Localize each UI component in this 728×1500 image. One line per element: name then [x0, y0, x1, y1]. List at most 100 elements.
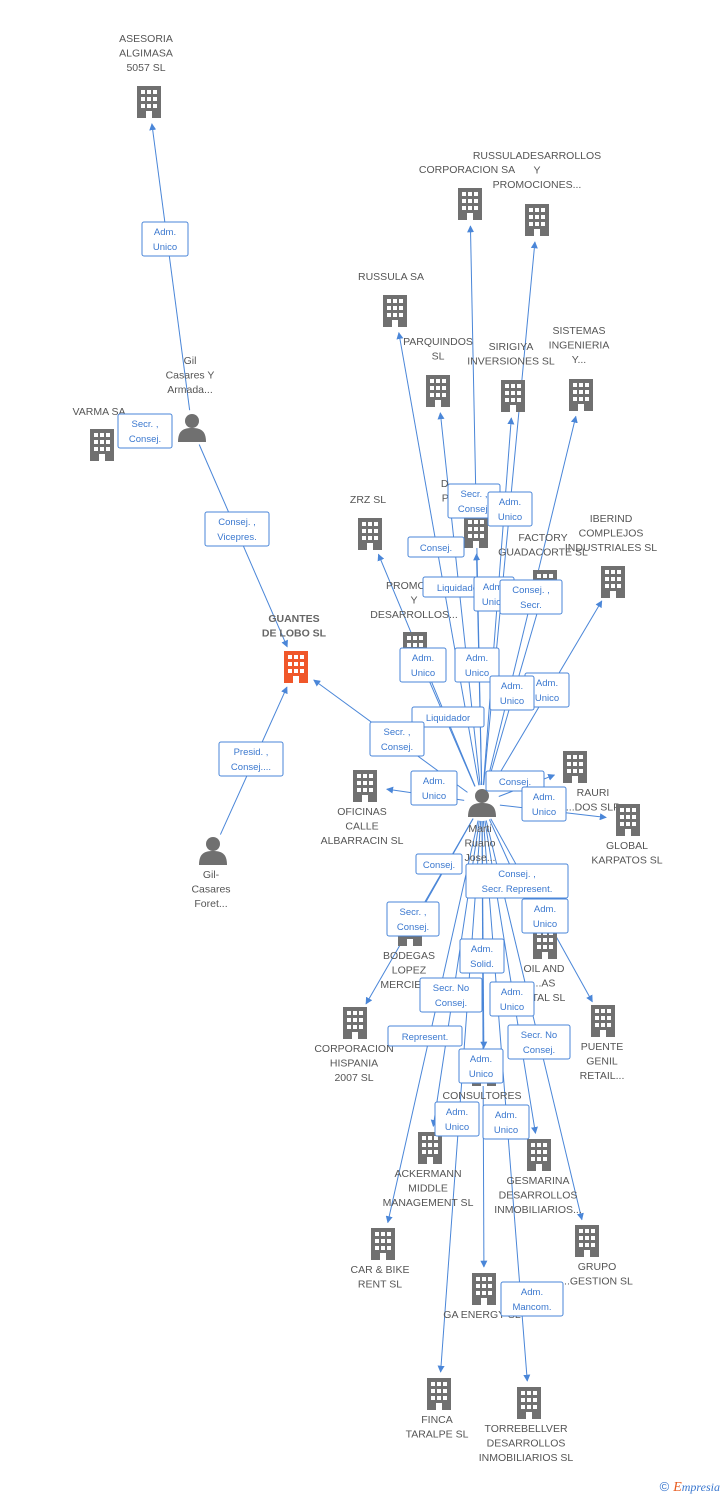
node-label: ASESORIA — [119, 33, 173, 45]
node-label: Y... — [572, 354, 586, 366]
node-label: ZRZ SL — [350, 494, 386, 506]
company-node-russula[interactable]: RUSSULA SA — [358, 271, 424, 327]
company-node-grupo[interactable]: GRUPO...GESTION SL — [561, 1225, 633, 1288]
edge-marti-finca — [437, 820, 482, 1373]
edge-role-label-e22[interactable]: Secr. ,Consej. — [386, 901, 440, 937]
edge-role-label-e26[interactable]: Adm.Unico — [489, 981, 535, 1017]
node-label: FACTORY — [518, 532, 567, 544]
edge-marti-carbike — [385, 820, 479, 1224]
company-node-gesmarina[interactable]: GESMARINADESARROLLOSINMOBILIARIOS... — [494, 1139, 582, 1216]
edge-role-label-e7[interactable]: Consej. — [407, 536, 465, 558]
edge-role-label-e5[interactable]: Secr. ,Consej. — [447, 483, 501, 519]
edge-label-text: Consej. — [129, 434, 161, 445]
node-label: RETAIL... — [580, 1070, 625, 1082]
company-node-varma[interactable]: VARMA SA — [73, 406, 126, 461]
node-label: GENIL — [586, 1056, 618, 1068]
edge-label-box — [411, 706, 485, 728]
building-icon — [426, 375, 450, 407]
company-node-consultores[interactable]: CONSULTORES — [443, 1054, 522, 1102]
edge-role-label-e10[interactable]: Consej. ,Secr. — [499, 579, 563, 615]
edge-role-label-e28[interactable]: Represent. — [387, 1025, 463, 1047]
edge-label-box — [399, 647, 447, 683]
edge-role-label-e20[interactable]: Consej. — [415, 853, 463, 875]
edge-role-label-e21[interactable]: Consej. ,Secr. Represent. — [465, 863, 569, 899]
edge-label-text: Liquidador — [426, 713, 470, 724]
edge-label-text: Unico — [532, 807, 556, 818]
edge-label-box — [141, 221, 189, 257]
edge-role-label-e30[interactable]: Adm.Unico — [434, 1101, 480, 1137]
node-label: ACKERMANN — [394, 1168, 461, 1180]
edge-gilcasares-asesoria — [149, 123, 191, 411]
edge-role-label-e15[interactable]: Liquidador — [411, 706, 485, 728]
edge-role-label-e14[interactable]: Adm.Unico — [489, 675, 535, 711]
company-node-russuladesarrollos[interactable]: RUSSULADESARROLLOSYPROMOCIONES... — [473, 150, 601, 236]
edge-label-box — [521, 898, 569, 934]
edge-role-label-e6[interactable]: Adm.Unico — [487, 491, 533, 527]
company-node-sirigiya[interactable]: SIRIGIYA INVERSIONES SL — [467, 341, 555, 412]
node-label: Y — [410, 595, 417, 607]
building-icon — [343, 1007, 367, 1039]
company-node-sistemas[interactable]: SISTEMASINGENIERIAY... — [549, 325, 610, 411]
edge-label-text: Consej.... — [231, 762, 271, 773]
node-label: INVERSIONES SL — [467, 356, 555, 368]
edge-label-text: Adm. — [501, 987, 523, 998]
person-icon — [199, 837, 227, 865]
node-label: Casares — [191, 884, 230, 896]
edge-label-box — [387, 1025, 463, 1047]
edge-role-label-e17[interactable]: Adm.Unico — [410, 770, 458, 806]
company-node-zrz[interactable]: ZRZ SL — [350, 494, 386, 550]
company-node-puente[interactable]: PUENTEGENILRETAIL... — [580, 1005, 625, 1082]
edge-role-label-e19[interactable]: Adm.Unico — [521, 786, 567, 822]
edge-label-text: Adm. — [471, 944, 493, 955]
edge-role-label-e23[interactable]: Adm.Unico — [521, 898, 569, 934]
edge-role-label-e18[interactable]: Consej. — [485, 770, 545, 792]
node-label: HISPANIA — [330, 1058, 378, 1070]
person-node-gilforet[interactable]: Gil-CasaresForet... — [191, 837, 231, 910]
edge-label-text: Adm. — [495, 1110, 517, 1121]
edge-role-label-e1[interactable]: Adm.Unico — [141, 221, 189, 257]
edge-role-label-e11[interactable]: Adm.Unico — [399, 647, 447, 683]
empresia-footer[interactable]: ©Empresia — [660, 1479, 720, 1496]
building-icon — [472, 1273, 496, 1305]
building-icon — [353, 770, 377, 802]
edge-role-label-e24[interactable]: Adm.Solid. — [459, 938, 505, 974]
edge-label-text: Secr. — [520, 600, 542, 611]
edge-role-label-e31[interactable]: Adm. Unico — [482, 1104, 530, 1140]
edge-role-label-e16[interactable]: Secr. ,Consej. — [369, 721, 425, 757]
node-label: Jose... — [465, 852, 496, 864]
person-icon — [178, 414, 206, 442]
edge-role-label-e3[interactable]: Consej. ,Vicepres. — [204, 511, 270, 547]
person-node-marti[interactable]: MartiRuanoJose... — [465, 789, 496, 864]
company-node-russulacorp[interactable]: CORPORACION SA — [419, 164, 515, 220]
edge-role-label-e12[interactable]: Adm.Unico — [454, 647, 500, 683]
edge-label-text: Vicepres. — [217, 532, 256, 543]
edge-role-label-e2[interactable]: Secr. ,Consej. — [117, 413, 173, 449]
node-label: SL — [432, 351, 445, 363]
node-label: ALBARRACIN SL — [321, 835, 404, 847]
edge-role-label-e32[interactable]: Adm.Mancom. — [500, 1281, 564, 1317]
node-label: SIRIGIYA — [489, 341, 534, 353]
edge-label-text: Unico — [494, 1125, 518, 1136]
edge-role-label-e29[interactable]: Adm.Unico — [458, 1048, 504, 1084]
company-node-rauri[interactable]: RAURI...DOS SLP — [563, 751, 620, 814]
edge-label-box — [459, 938, 505, 974]
building-icon — [517, 1387, 541, 1419]
edge-role-label-e4[interactable]: Presid. ,Consej.... — [218, 741, 284, 777]
edge-label-box — [204, 511, 270, 547]
edge-label-text: Consej. — [435, 998, 467, 1009]
